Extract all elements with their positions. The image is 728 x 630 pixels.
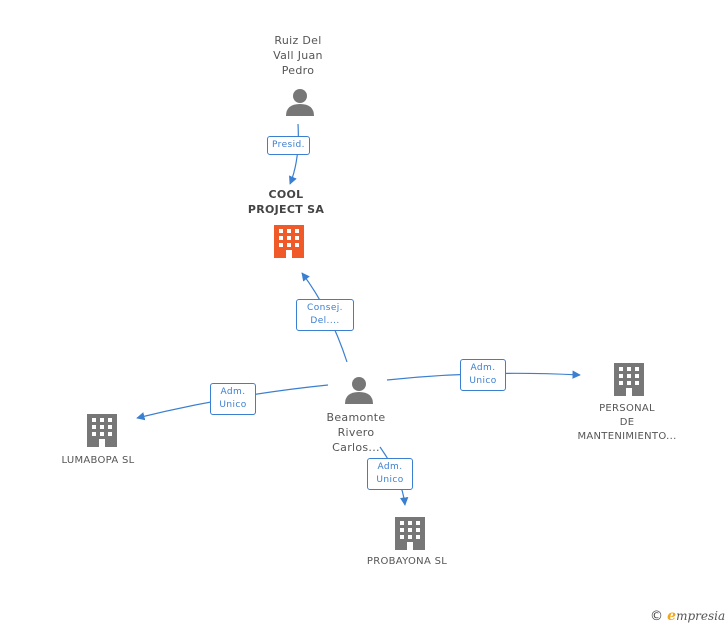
node-label-line: DE <box>619 417 635 428</box>
node-label-ruiz[interactable]: Ruiz Del Vall Juan Pedro <box>248 33 348 78</box>
node-label-line: PROBAYONA SL <box>366 556 448 567</box>
edge-label-adm-probayona: Adm. Unico <box>367 458 413 490</box>
node-label-lumabopa[interactable]: LUMABOPA SL <box>48 454 148 468</box>
person-icon[interactable] <box>345 377 373 404</box>
building-icon[interactable] <box>274 225 304 258</box>
node-label-line: Vall Juan <box>273 49 323 62</box>
node-label-line: Pedro <box>281 64 315 77</box>
node-label-line: Rivero <box>337 426 375 439</box>
building-icon[interactable] <box>87 414 117 447</box>
node-label-line: Carlos... <box>332 441 380 454</box>
edge-label-adm-lumabopa: Adm. Unico <box>210 383 256 415</box>
edge-ruiz-cool <box>289 123 299 185</box>
node-label-line: COOL <box>268 188 304 201</box>
node-label-beamonte[interactable]: Beamonte Rivero Carlos... <box>306 410 406 455</box>
edge-label-line: Adm. <box>377 462 403 472</box>
edge-label-presid: Presid. <box>267 136 310 155</box>
node-label-line: PROJECT SA <box>247 203 325 216</box>
edge-label-line: Presid. <box>272 140 305 150</box>
copyright-symbol: © <box>650 609 663 624</box>
edge-label-line: Del.... <box>310 316 340 326</box>
building-icon[interactable] <box>395 517 425 550</box>
edge-label-line: Unico <box>469 376 497 386</box>
building-icon[interactable] <box>614 363 644 396</box>
node-label-line: MANTENIMIENTO... <box>577 431 677 442</box>
edge-label-adm-personal: Adm. Unico <box>460 359 506 391</box>
node-label-line: Beamonte <box>326 411 386 424</box>
edge-label-consej: Consej. Del.... <box>296 299 354 331</box>
node-label-line: LUMABOPA SL <box>61 455 135 466</box>
edge-label-line: Adm. <box>470 363 496 373</box>
edge-label-line: Unico <box>219 400 247 410</box>
edge-label-line: Unico <box>376 475 404 485</box>
brand-letter: e <box>667 608 677 624</box>
person-icon[interactable] <box>286 89 314 116</box>
node-label-line: PERSONAL <box>599 403 655 414</box>
node-label-personal[interactable]: PERSONAL DE MANTENIMIENTO... <box>567 402 687 444</box>
watermark-logo: © empresia <box>650 608 725 624</box>
node-label-cool-project[interactable]: COOL PROJECT SA <box>236 187 336 217</box>
brand-text: mpresia <box>676 609 726 623</box>
edge-label-line: Adm. <box>220 387 246 397</box>
node-label-probayona[interactable]: PROBAYONA SL <box>357 555 457 569</box>
edge-label-line: Consej. <box>307 303 343 313</box>
node-label-line: Ruiz Del <box>274 34 322 47</box>
